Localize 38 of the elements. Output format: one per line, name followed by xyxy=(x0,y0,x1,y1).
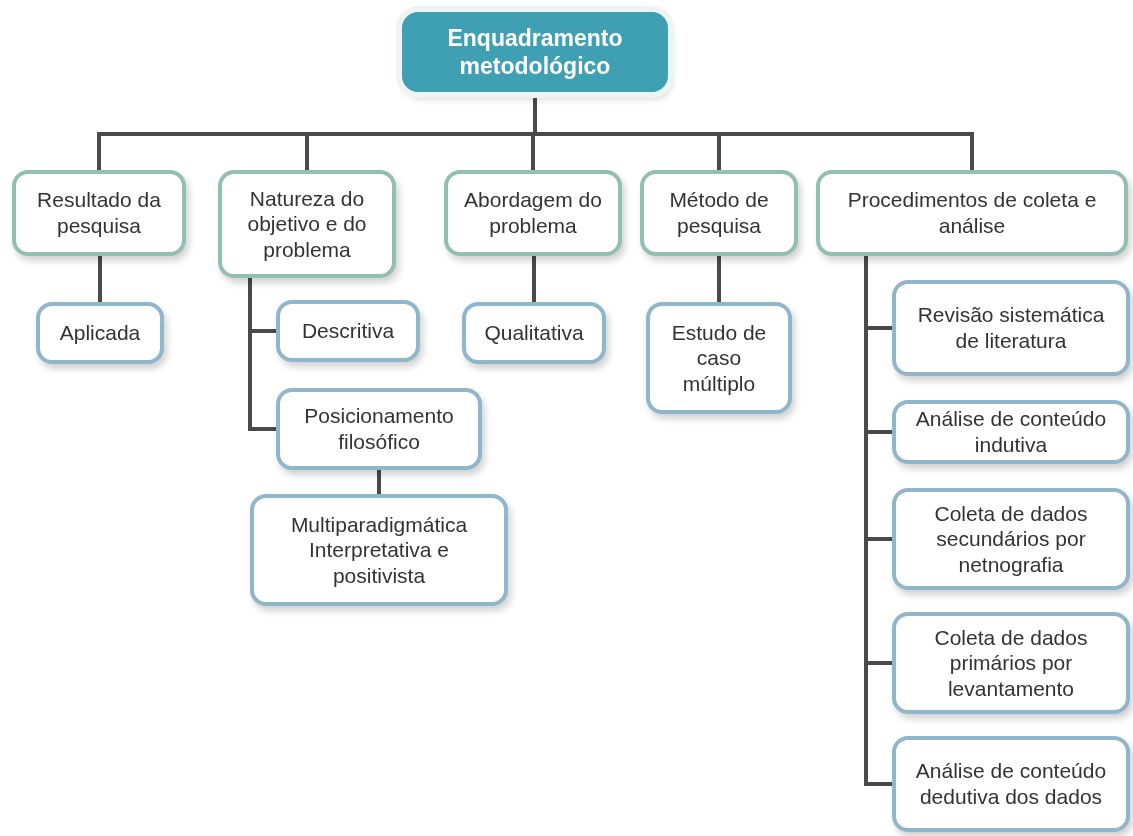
connector-line xyxy=(377,470,381,494)
node-label: Análise de conteúdo indutiva xyxy=(914,406,1108,458)
node-label: Enquadramento metodológico xyxy=(446,23,624,81)
node-label: Aplicada xyxy=(59,320,141,346)
category-box xyxy=(892,736,1130,832)
node-label: Multiparadigmática Interpretativa e positivista xyxy=(289,511,469,589)
category-box xyxy=(816,170,1128,256)
category-box xyxy=(462,302,606,364)
connector-line xyxy=(532,256,536,302)
category-box xyxy=(276,388,482,470)
category-box xyxy=(892,280,1130,376)
node-label: Abordagem do problema xyxy=(463,187,603,239)
node-label: Natureza do objetivo e do problema xyxy=(246,185,368,263)
node-label: Método de pesquisa xyxy=(668,187,770,239)
node-label: Descritiva xyxy=(301,318,395,344)
connector-line xyxy=(98,256,102,302)
node-label: Coleta de dados primários por levantamento xyxy=(933,624,1089,702)
category-box xyxy=(218,170,396,278)
node-label: Posicionamento filosófico xyxy=(303,403,455,455)
node-label: Qualitativa xyxy=(484,320,584,346)
category-box xyxy=(36,302,164,364)
category-box xyxy=(444,170,622,256)
node-label: Revisão sistemática de literatura xyxy=(916,302,1106,354)
node-label: Estudo de caso múltiplo xyxy=(670,319,768,397)
category-box xyxy=(250,494,508,606)
node-label: Coleta de dados secundários por netnografia xyxy=(933,500,1089,578)
category-box xyxy=(640,170,798,256)
node-label: Análise de conteúdo dedutiva dos dados xyxy=(914,758,1108,810)
category-box xyxy=(12,170,186,256)
connector-line xyxy=(864,256,892,786)
node-label: Resultado da pesquisa xyxy=(36,187,162,239)
category-box xyxy=(892,612,1130,714)
category-box xyxy=(646,302,792,414)
connector-line xyxy=(717,256,721,302)
category-box xyxy=(276,300,420,362)
category-box xyxy=(892,400,1130,464)
node-label: Procedimentos de coleta e análise xyxy=(846,187,1098,239)
category-box xyxy=(892,488,1130,590)
